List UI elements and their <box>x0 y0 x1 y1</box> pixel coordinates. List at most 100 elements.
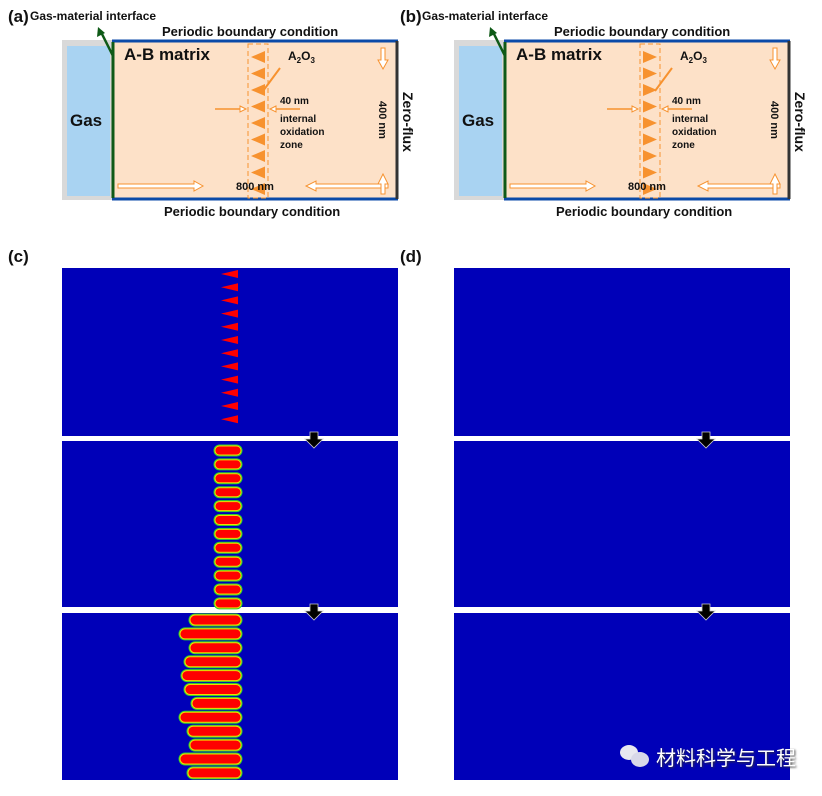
gas-material-interface-label: Gas-material interface <box>30 9 156 23</box>
zone-label-line1: internal <box>672 114 708 125</box>
gas-label: Gas <box>70 111 102 130</box>
precipitate-lamella <box>189 642 242 654</box>
oxide-precipitate-triangle <box>251 150 265 162</box>
oxide-label-part: 2 <box>689 56 694 65</box>
periodic-boundary-top-label: Periodic boundary condition <box>554 24 730 39</box>
arrow-head-icon <box>489 27 497 37</box>
oxide-precipitate-triangle <box>643 117 657 129</box>
panel-label: (b) <box>400 7 422 26</box>
oxide-label-part: 2 <box>297 56 302 65</box>
precipitate-lamella <box>189 739 242 751</box>
watermark-text: 材料科学与工程 <box>656 746 796 770</box>
oxide-precipitate-triangle <box>643 84 657 96</box>
height-label: 400 nm <box>376 101 388 139</box>
height-arrow-bottom <box>377 172 389 195</box>
stage1-precipitates <box>221 270 238 424</box>
stage2-precipitates <box>213 444 243 610</box>
length-arrow-left <box>509 180 597 192</box>
precipitate-nucleus <box>221 283 238 292</box>
zone-label-line3: zone <box>672 140 695 151</box>
length-label: 800 nm <box>236 181 274 193</box>
gas-region <box>67 46 110 196</box>
precipitate-particle <box>214 556 242 567</box>
height-arrow-bottom <box>769 172 781 195</box>
height-arrow-top <box>377 47 389 71</box>
arrow-head-icon <box>660 105 669 113</box>
internal-oxidation-zone <box>247 43 269 199</box>
precipitate-particle <box>214 459 242 470</box>
precipitate-nucleus <box>221 349 238 358</box>
internal-oxidation-zone <box>639 43 661 199</box>
length-arrow-right <box>696 180 781 192</box>
precipitate-lamella <box>187 767 242 779</box>
precipitate-lamella <box>191 697 242 709</box>
zone-label-line2: oxidation <box>280 127 324 138</box>
oxide-pointer-arrow <box>262 67 281 92</box>
oxide-precipitate-triangle <box>643 133 657 146</box>
length-label: 800 nm <box>628 181 666 193</box>
oxide-label-part: 3 <box>310 56 315 65</box>
precipitate-particle <box>214 473 242 484</box>
length-arrow-left <box>117 180 205 192</box>
zone-label-line2: oxidation <box>672 127 716 138</box>
oxide-precipitate-triangle <box>643 166 657 179</box>
oxide-precipitate-triangle <box>251 166 265 179</box>
periodic-boundary-bottom-label: Periodic boundary condition <box>556 204 732 219</box>
height-arrow-top <box>769 47 781 71</box>
oxide-precipitate-triangle <box>643 67 657 80</box>
interface-pointer-arrow <box>99 31 115 57</box>
matrix-label: A-B matrix <box>516 45 603 64</box>
oxide-label-part: A <box>680 49 689 63</box>
precipitate-lamella <box>179 628 242 640</box>
precipitate-lamella <box>179 753 242 765</box>
matrix-label: A-B matrix <box>124 45 211 64</box>
time-step-arrow-icon <box>696 603 716 621</box>
simulation-stage-2 <box>454 441 790 607</box>
simulation-stage-1 <box>454 268 790 436</box>
height-label: 400 nm <box>768 101 780 139</box>
zone-label-line3: zone <box>280 140 303 151</box>
interface-pointer-arrow <box>491 31 507 57</box>
matrix-region <box>112 41 398 199</box>
arrow-head-icon <box>631 105 640 113</box>
precipitate-nucleus <box>221 296 238 305</box>
length-arrow-right <box>304 180 389 192</box>
zero-flux-label: Zero-flux <box>400 92 416 152</box>
precipitate-nucleus <box>221 375 238 384</box>
gas-region <box>459 46 502 196</box>
precipitate-lamella <box>184 684 242 695</box>
precipitate-lamella <box>187 725 242 737</box>
arrow-head-icon <box>268 105 277 113</box>
precipitate-lamella <box>181 670 242 682</box>
zone-width-label: 40 nm <box>280 96 309 107</box>
time-step-arrow-icon <box>304 431 324 449</box>
zone-width-label: 40 nm <box>672 96 701 107</box>
precipitate-nucleus <box>221 388 238 397</box>
precipitate-particle <box>214 487 242 498</box>
oxide-precipitate-triangle <box>251 84 265 96</box>
oxide-precipitate-triangle <box>251 183 265 195</box>
panel-label: (c) <box>8 247 29 266</box>
precipitate-nucleus <box>221 309 238 318</box>
precipitate-particle <box>214 528 242 539</box>
precipitate-lamella <box>179 711 242 723</box>
oxide-precipitate-triangle <box>251 100 265 113</box>
precipitate-nucleus <box>221 322 238 331</box>
oxide-label: A2O3 <box>288 49 315 65</box>
oxide-precipitate-triangle <box>643 183 657 195</box>
precipitate-particle <box>214 542 242 553</box>
zero-flux-label: Zero-flux <box>792 92 808 152</box>
panel-label: (a) <box>8 7 29 26</box>
precipitate-particle <box>214 501 242 512</box>
arrow-head-icon <box>97 27 105 37</box>
oxide-precipitate-triangle <box>643 150 657 162</box>
precipitate-particle <box>214 570 242 581</box>
precipitate-lamella <box>189 614 242 626</box>
time-step-arrow-icon <box>696 431 716 449</box>
precipitate-nucleus <box>221 336 238 344</box>
arrow-head-icon <box>239 105 248 113</box>
watermark: 材料科学与工程 <box>620 742 796 771</box>
wechat-icon <box>620 744 650 769</box>
periodic-boundary-top-label: Periodic boundary condition <box>162 24 338 39</box>
